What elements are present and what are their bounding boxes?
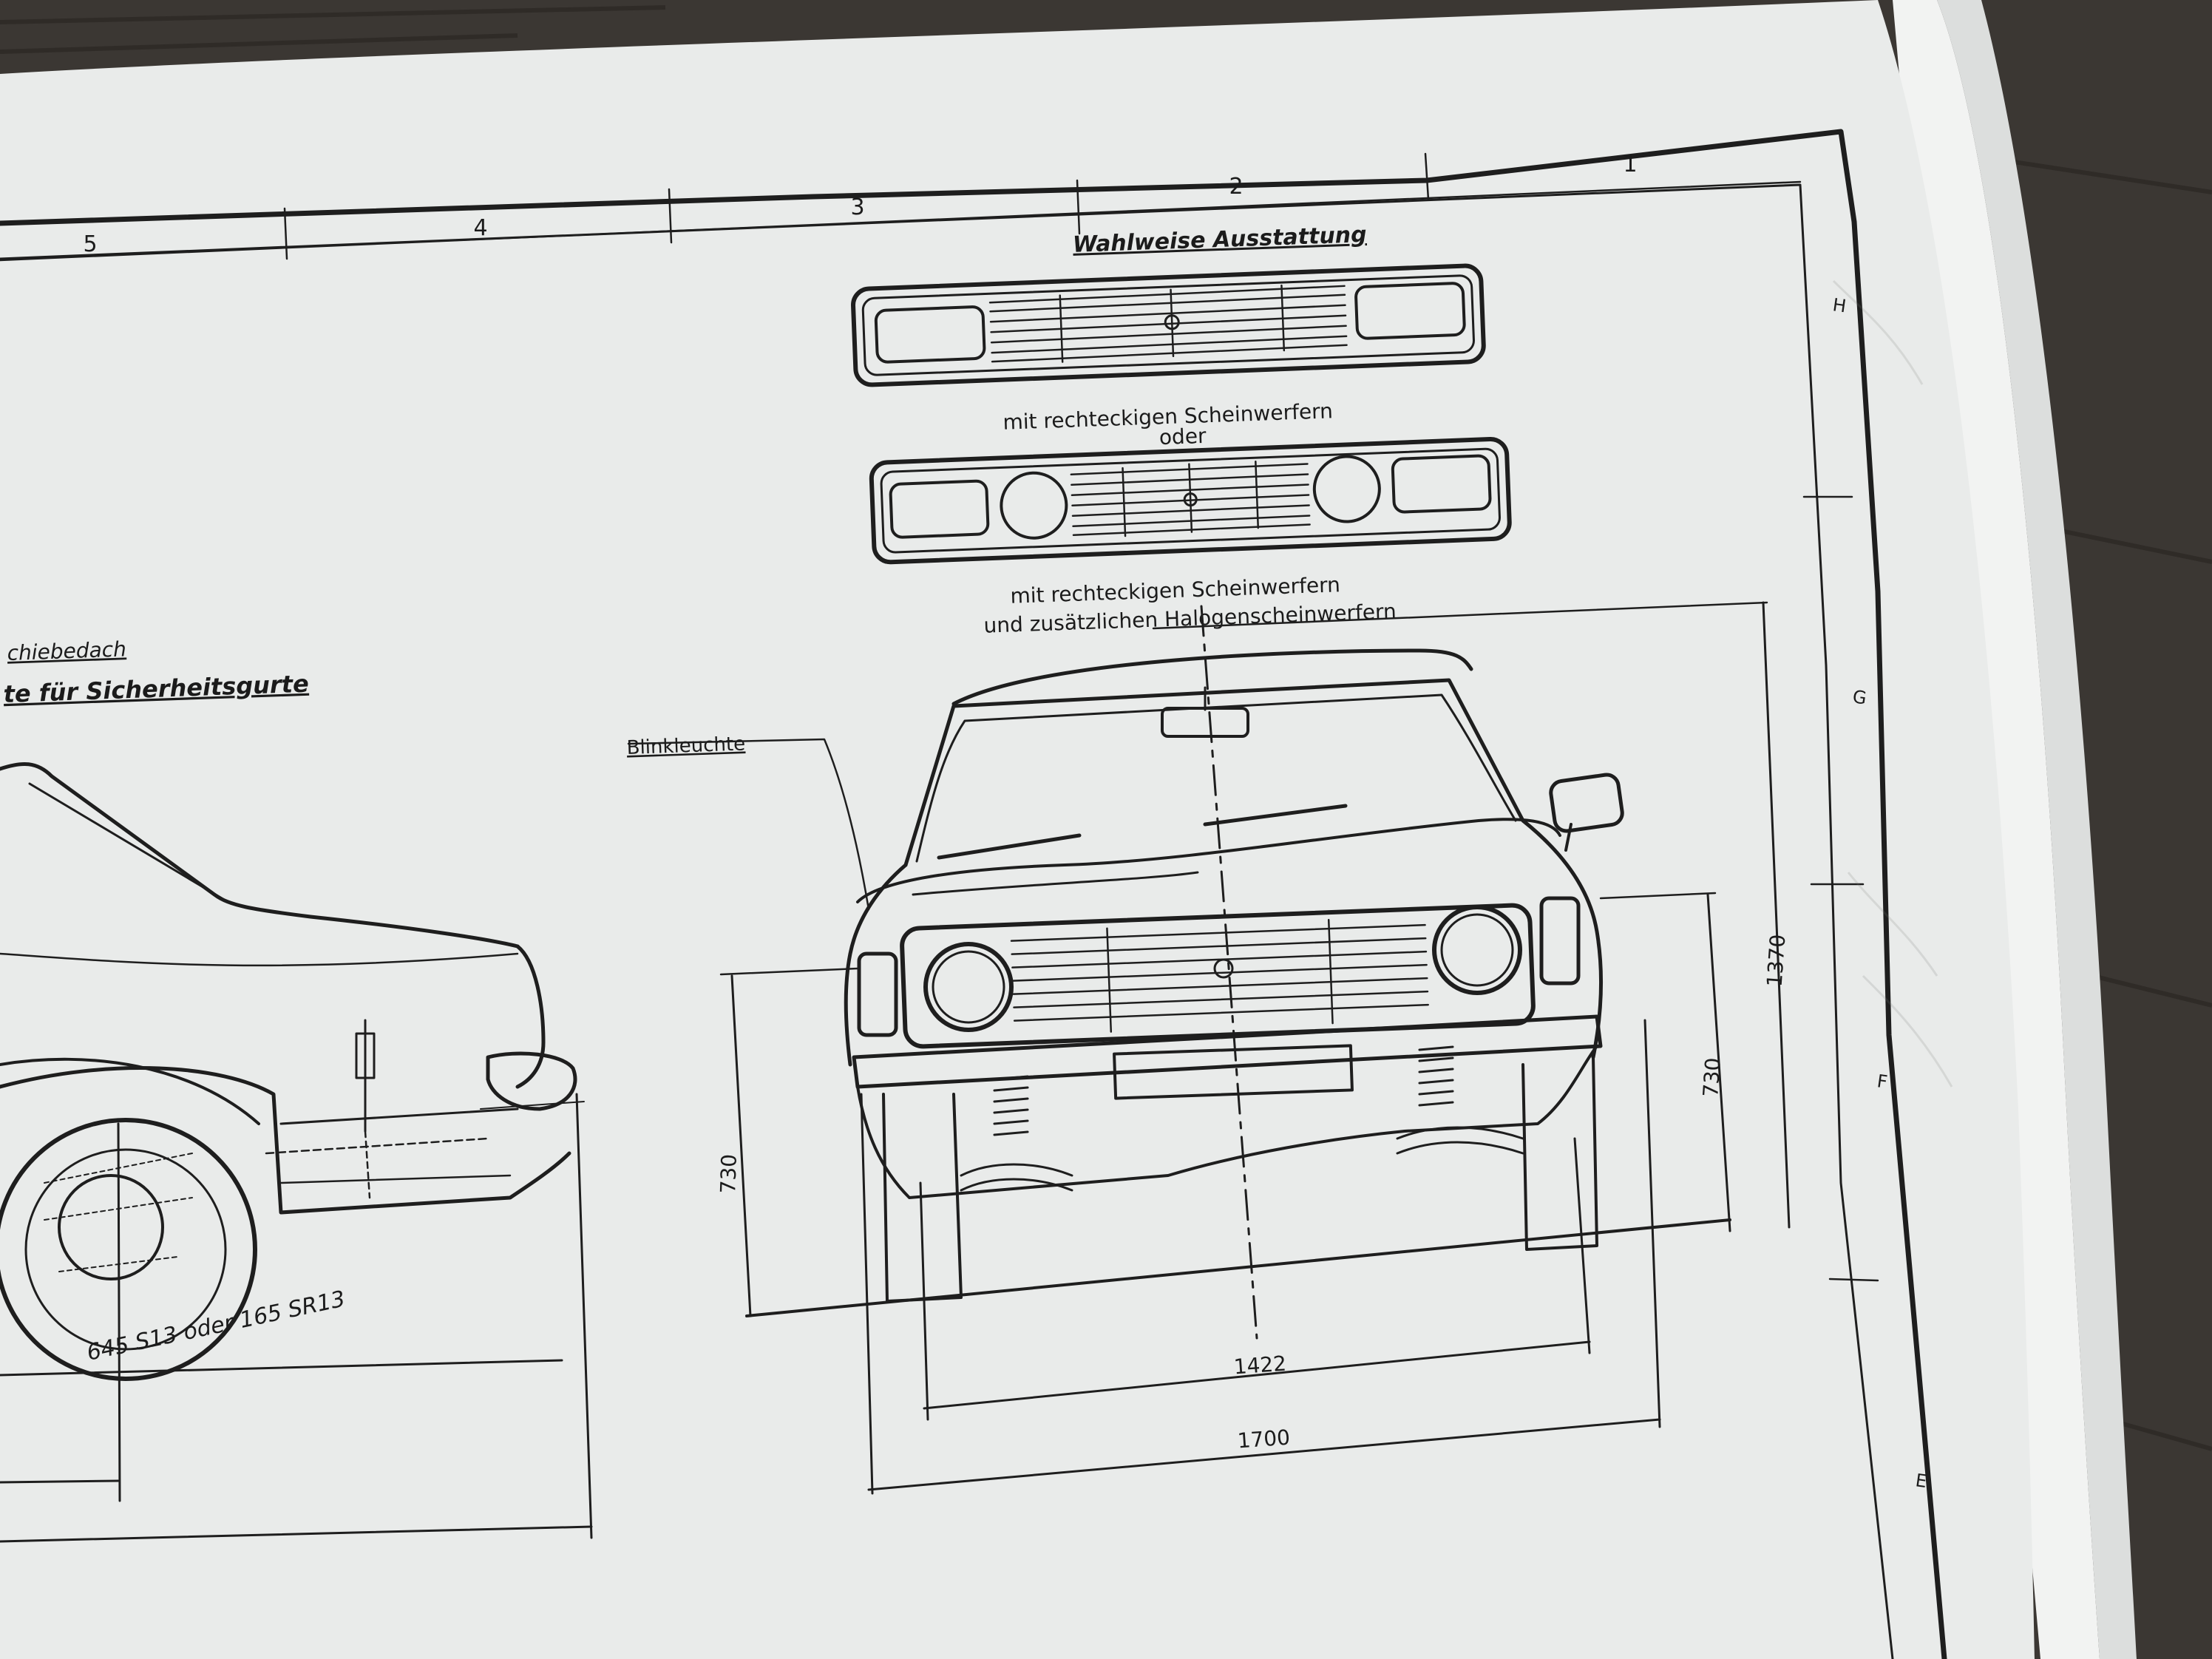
paper-stack-edge-2 — [1937, 0, 2137, 1659]
indicator-right — [1539, 896, 1581, 985]
paper-sheet — [0, 0, 2035, 1659]
column-number-4: 4 — [473, 215, 487, 241]
drawing-frame — [0, 129, 1947, 1659]
row-letter-g: G — [1851, 686, 1867, 708]
label-sunroof: chiebedach — [7, 637, 126, 665]
headlight-right — [1432, 905, 1522, 995]
dim-height-total: 1370 — [1763, 934, 1791, 988]
indicator-left — [857, 951, 898, 1037]
grille-rectangular-headlights — [851, 263, 1486, 387]
dim-width: 1700 — [1237, 1425, 1291, 1453]
column-number-2: 2 — [1229, 174, 1243, 200]
headlight-left — [923, 942, 1014, 1032]
side-mirror — [1549, 773, 1624, 833]
column-number-5: 5 — [83, 231, 97, 257]
dim-height-left: 730 — [716, 1153, 742, 1194]
label-indicator: Blinkleuchte — [626, 733, 745, 759]
dim-track: 1422 — [1233, 1351, 1287, 1380]
row-letter-e: E — [1914, 1470, 1928, 1492]
halogen-light-right — [1312, 455, 1381, 523]
license-plate — [1113, 1044, 1354, 1100]
row-letter-f: F — [1876, 1071, 1889, 1093]
front-grille — [900, 903, 1536, 1049]
grille-separator: oder — [1158, 424, 1207, 449]
side-wheel — [0, 1118, 257, 1381]
grille-with-halogen-lights — [869, 436, 1512, 565]
row-letter-h: H — [1831, 294, 1848, 316]
car-front-view — [627, 601, 1791, 1495]
column-number-3: 3 — [850, 194, 864, 220]
paper-wrinkle — [1832, 279, 1953, 1088]
car-side-view — [0, 761, 593, 1543]
dim-height-right: 730 — [1698, 1057, 1726, 1099]
halogen-light-left — [1000, 471, 1068, 540]
column-number-1: 1 — [1623, 152, 1637, 177]
